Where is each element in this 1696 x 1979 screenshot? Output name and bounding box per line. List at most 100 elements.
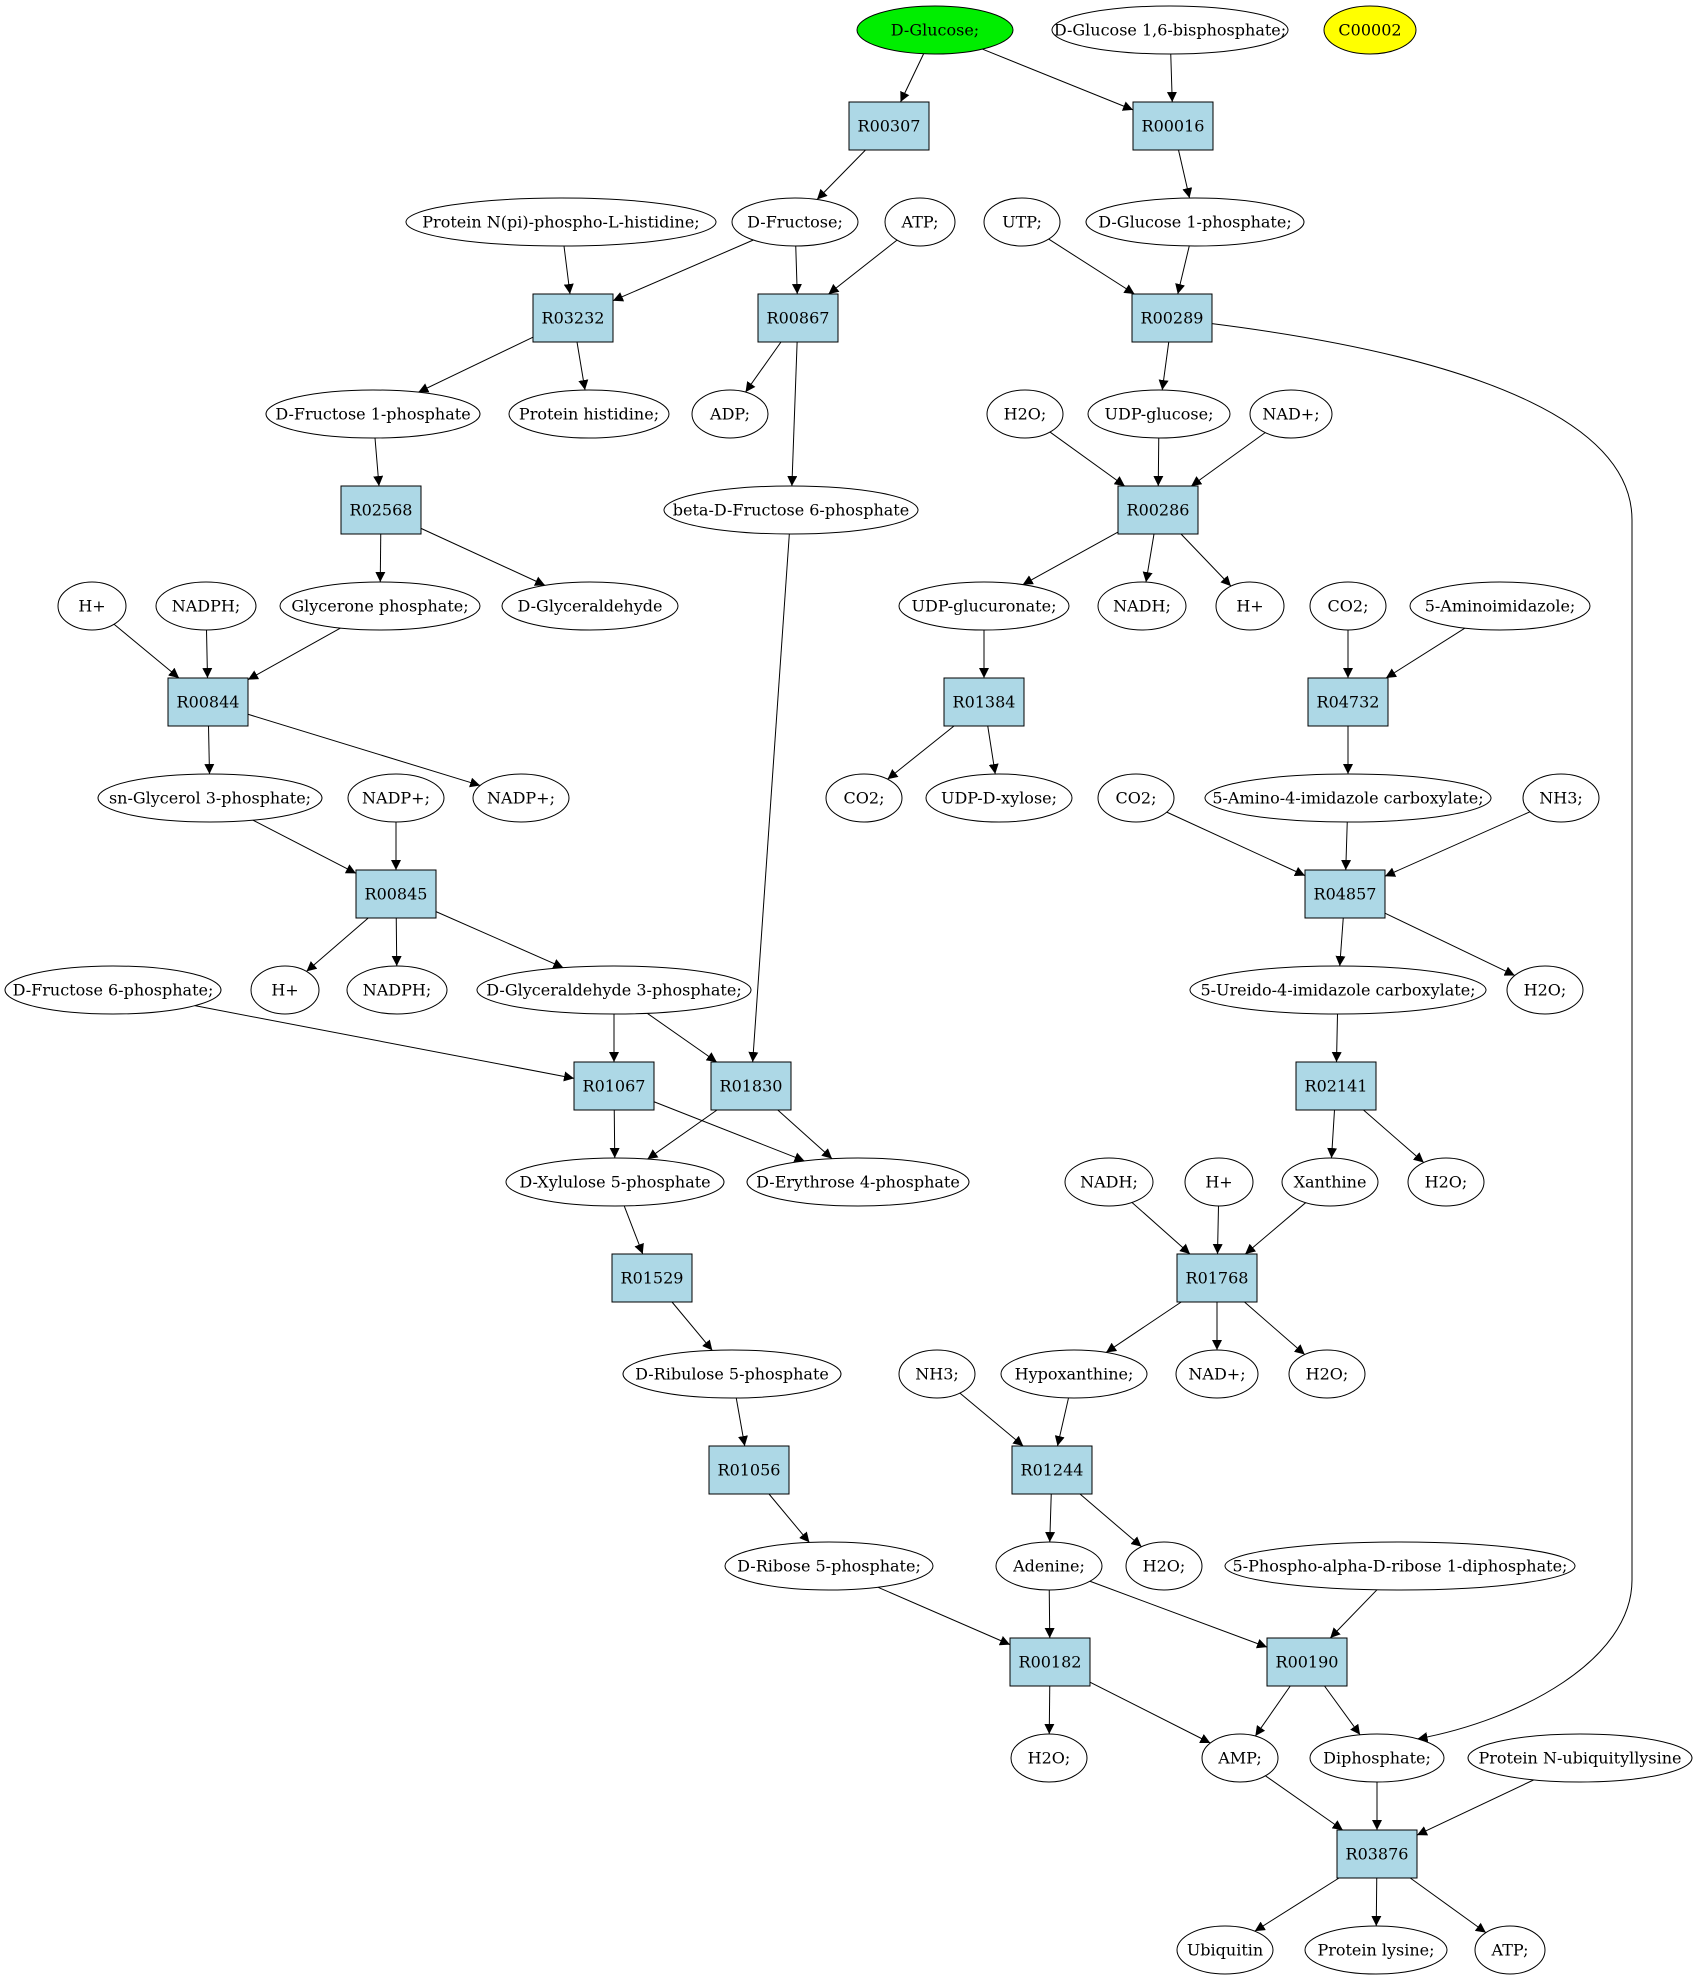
compound-node-nh3a[interactable]: NH3; [1522,773,1600,823]
compound-node-dru5p[interactable]: D-Ribulose 5-phosphate [622,1349,842,1399]
compound-node-h2o5[interactable]: H2O; [1125,1541,1203,1591]
edge-r00286-to-udpgluc [1022,531,1119,586]
compound-node-nadp2[interactable]: NAD+; [1175,1349,1259,1399]
compound-node-snglyc3p[interactable]: sn-Glycerol 3-phosphate; [97,773,323,823]
reaction-node-r00845[interactable]: R00845 [355,869,437,919]
compound-node-co2b[interactable]: CO2; [825,773,903,823]
compound-ellipse [1323,5,1417,55]
reaction-node-r01067[interactable]: R01067 [573,1061,655,1111]
compound-ellipse [825,773,903,823]
reaction-node-r02568[interactable]: R02568 [340,485,422,535]
compound-ellipse [501,581,679,631]
compound-node-prothis[interactable]: Protein histidine; [508,389,670,439]
reaction-node-r03876[interactable]: R03876 [1336,1829,1418,1879]
compound-node-nadh2[interactable]: NADH; [1064,1157,1154,1207]
compound-node-adenine[interactable]: Adenine; [995,1541,1103,1591]
compound-node-diphos[interactable]: Diphosphate; [1309,1733,1445,1783]
node-label: H2O; [1306,1365,1349,1384]
compound-node-nadp1[interactable]: NAD+; [1249,389,1333,439]
reaction-node-r01384[interactable]: R01384 [943,677,1025,727]
compound-node-hypox[interactable]: Hypoxanthine; [1000,1349,1148,1399]
compound-node-df6p[interactable]: D-Fructose 6-phosphate; [4,965,222,1015]
reaction-node-r00844[interactable]: R00844 [167,677,249,727]
compound-node-dr5p[interactable]: D-Ribose 5-phosphate; [724,1541,934,1591]
compound-node-utp[interactable]: UTP; [983,197,1061,247]
compound-node-co2c[interactable]: CO2; [1097,773,1175,823]
compound-node-adp[interactable]: ADP; [691,389,769,439]
reaction-box [710,1061,792,1111]
compound-node-dglucose[interactable]: D-Glucose; [856,5,1014,55]
compound-node-uicarb[interactable]: 5-Ureido-4-imidazole carboxylate; [1189,965,1487,1015]
compound-node-h2o2[interactable]: H2O; [1506,965,1584,1015]
compound-node-h2o4[interactable]: H2O; [1288,1349,1366,1399]
compound-node-dfructose[interactable]: D-Fructose; [731,197,859,247]
node-label: D-Ribose 5-phosphate; [737,1557,921,1576]
compound-node-nadpp1[interactable]: NADP+; [347,773,445,823]
compound-node-df1p[interactable]: D-Fructose 1-phosphate [265,389,481,439]
compound-node-atp1[interactable]: ATP; [884,197,956,247]
node-label: ADP; [709,405,750,424]
reaction-node-r04857[interactable]: R04857 [1304,869,1386,919]
compound-ellipse [1204,773,1492,823]
compound-node-aicarb[interactable]: 5-Amino-4-imidazole carboxylate; [1204,773,1492,823]
reaction-node-r01529[interactable]: R01529 [611,1253,693,1303]
reaction-node-r00867[interactable]: R00867 [757,293,839,343]
compound-node-bdf6p[interactable]: beta-D-Fructose 6-phosphate [663,485,919,535]
compound-ellipse [1189,965,1487,1015]
compound-node-udpgluc[interactable]: UDP-glucuronate; [898,581,1070,631]
compound-ellipse [1000,1349,1148,1399]
reaction-node-r00286[interactable]: R00286 [1117,485,1199,535]
compound-ellipse [1467,1733,1693,1783]
compound-node-hplus4[interactable]: H+ [1184,1157,1254,1207]
compound-node-nadpp2[interactable]: NADP+; [472,773,570,823]
reaction-node-r00016[interactable]: R00016 [1132,101,1214,151]
compound-node-amp[interactable]: AMP; [1201,1733,1279,1783]
reaction-node-r00289[interactable]: R00289 [1131,293,1213,343]
compound-node-ubiq[interactable]: Ubiquitin [1176,1925,1274,1975]
compound-node-h2o6[interactable]: H2O; [1010,1733,1088,1783]
compound-node-hplus1[interactable]: H+ [57,581,127,631]
node-label: D-Glucose; [891,21,979,40]
edge-r00190-to-amp [1254,1685,1291,1737]
compound-node-nadph2[interactable]: NADPH; [346,965,448,1015]
compound-node-dglyald[interactable]: D-Glyceraldehyde [501,581,679,631]
compound-node-xanthine[interactable]: Xanthine [1281,1157,1379,1207]
compound-node-udpglc[interactable]: UDP-glucose; [1087,389,1231,439]
node-label: H2O; [1143,1557,1186,1576]
edge-dg1p-to-r00289 [1175,245,1190,295]
reaction-node-r00307[interactable]: R00307 [848,101,930,151]
reaction-node-r04732[interactable]: R04732 [1307,677,1389,727]
compound-node-aminoimid[interactable]: 5-Aminoimidazole; [1409,581,1591,631]
reaction-node-r01830[interactable]: R01830 [710,1061,792,1111]
edge-r01768-to-hypox [1105,1301,1182,1353]
compound-node-dga3p[interactable]: D-Glyceraldehyde 3-phosphate; [476,965,752,1015]
compound-node-nadph1[interactable]: NADPH; [155,581,257,631]
reaction-node-r00190[interactable]: R00190 [1266,1637,1348,1687]
reaction-node-r02141[interactable]: R02141 [1295,1061,1377,1111]
reaction-node-r01768[interactable]: R01768 [1176,1253,1258,1303]
compound-node-co2a[interactable]: CO2; [1309,581,1387,631]
compound-node-hplus3[interactable]: H+ [250,965,320,1015]
reaction-node-r01244[interactable]: R01244 [1011,1445,1093,1495]
compound-node-udpxyl[interactable]: UDP-D-xylose; [925,773,1073,823]
compound-node-hplus2[interactable]: H+ [1215,581,1285,631]
reaction-node-r00182[interactable]: R00182 [1009,1637,1091,1687]
compound-node-h2o1[interactable]: H2O; [986,389,1064,439]
compound-node-h2o3[interactable]: H2O; [1407,1157,1485,1207]
compound-node-nh3b[interactable]: NH3; [898,1349,976,1399]
compound-node-glycp[interactable]: Glycerone phosphate; [279,581,481,631]
compound-node-dx5p[interactable]: D-Xylulose 5-phosphate [505,1157,725,1207]
compound-node-de4p[interactable]: D-Erythrose 4-phosphate [746,1157,970,1207]
reaction-node-r03232[interactable]: R03232 [532,293,614,343]
compound-node-prpp[interactable]: 5-Phospho-alpha-D-ribose 1-diphosphate; [1224,1541,1576,1591]
compound-node-dg16bp[interactable]: D-Glucose 1,6-bisphosphate; [1051,5,1289,55]
compound-node-nadh1[interactable]: NADH; [1097,581,1187,631]
compound-node-dg1p[interactable]: D-Glucose 1-phosphate; [1085,197,1305,247]
reaction-node-r01056[interactable]: R01056 [708,1445,790,1495]
edge-aicarb-to-r04857 [1341,821,1352,871]
compound-node-c00002[interactable]: C00002 [1323,5,1417,55]
compound-node-protubq[interactable]: Protein N-ubiquityllysine [1467,1733,1693,1783]
compound-node-protlys[interactable]: Protein lysine; [1304,1925,1448,1975]
compound-node-protnpi[interactable]: Protein N(pi)-phospho-L-histidine; [405,197,717,247]
compound-node-atp2[interactable]: ATP; [1474,1925,1546,1975]
